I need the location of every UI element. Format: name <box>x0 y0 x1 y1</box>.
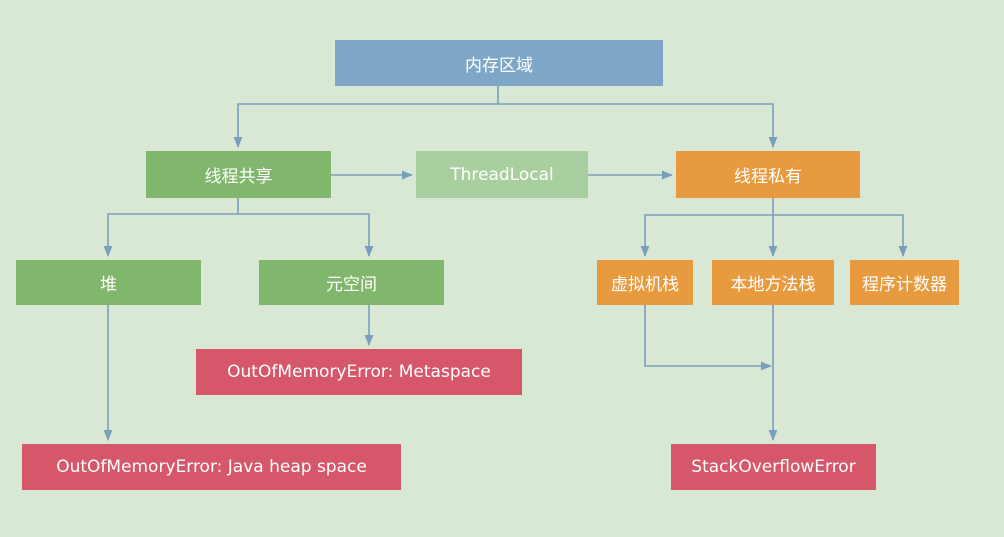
edge-vm-stack-merge <box>644 305 773 371</box>
edge-root-shared <box>233 86 499 149</box>
edge-root-private <box>498 103 778 149</box>
node-memory-area: 内存区域 <box>335 40 663 86</box>
node-program-counter: 程序计数器 <box>850 260 959 305</box>
edge-shared-metaspace <box>238 213 374 258</box>
node-oom-heap: OutOfMemoryError: Java heap space <box>22 444 401 490</box>
edge-private-vm-stack <box>640 198 774 258</box>
node-oom-metaspace: OutOfMemoryError: Metaspace <box>196 349 522 395</box>
edge-private-pc-register <box>773 214 908 258</box>
node-thread-shared: 线程共享 <box>146 151 331 198</box>
node-stackoverflow-error: StackOverflowError <box>671 444 876 490</box>
node-native-method-stack: 本地方法栈 <box>712 260 834 305</box>
node-metaspace: 元空间 <box>259 260 444 305</box>
node-threadlocal: ThreadLocal <box>416 151 588 198</box>
node-thread-private: 线程私有 <box>676 151 860 198</box>
node-vm-stack: 虚拟机栈 <box>597 260 693 305</box>
edge-shared-heap <box>103 198 239 258</box>
node-heap: 堆 <box>16 260 201 305</box>
